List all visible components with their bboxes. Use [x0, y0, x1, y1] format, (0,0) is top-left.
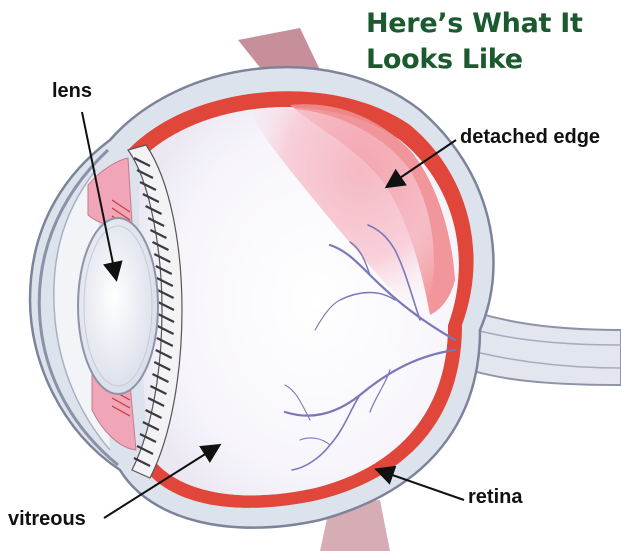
diagram-title: Here’s What It Looks Like [366, 6, 583, 78]
retina-label: retina [468, 486, 522, 509]
lens-label: lens [52, 80, 92, 103]
vitreous-label: vitreous [8, 508, 86, 531]
lens-body [78, 218, 158, 394]
detached-edge-label: detached edge [460, 126, 600, 149]
title-line-1: Here’s What It [366, 6, 583, 42]
title-line-2: Looks Like [366, 42, 583, 78]
